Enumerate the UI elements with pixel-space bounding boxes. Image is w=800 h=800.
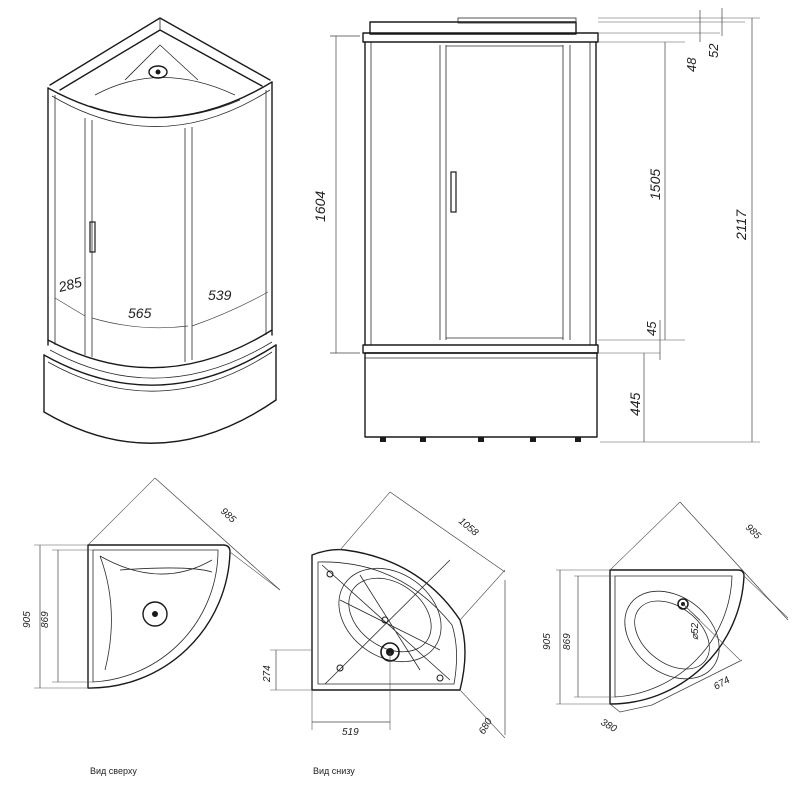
dim-1505: 1505 [647,169,663,200]
dim-52: 52 [706,43,721,58]
caption-top-view: Вид сверху [90,766,137,776]
door-handle-icon [89,221,96,253]
top-dim-905: 905 [22,611,33,628]
bottom-dim-680: 680 [477,716,495,736]
tray-dim-869: 869 [562,633,573,650]
top-shower-head-icon [142,601,168,627]
dim-1604: 1604 [312,191,328,222]
front-view [330,8,760,443]
front-handle-icon [450,171,457,213]
dim-45: 45 [644,321,659,336]
top-dim-985: 985 [218,506,238,526]
bottom-dim-274: 274 [262,665,273,683]
dim-285: 285 [56,274,84,295]
bottom-view [270,491,506,739]
tray-dim-52: ⌀52 [690,622,701,640]
caption-bottom-view: Вид снизу [313,766,355,776]
bottom-dim-519: 519 [342,727,359,738]
shower-head-icon [148,65,168,79]
bottom-dim-1058: 1058 [456,516,480,539]
perspective-view [43,17,277,444]
tray-dim-380: 380 [599,717,619,735]
dim-48: 48 [684,57,699,72]
tray-view [556,501,789,713]
dim-565: 565 [128,305,152,321]
dim-445: 445 [627,392,643,416]
tray-drain-icon [677,598,689,610]
top-view [34,477,281,689]
dim-539: 539 [208,287,232,303]
tray-dim-985: 985 [743,522,763,542]
top-dim-869: 869 [40,611,51,628]
tray-dim-674: 674 [712,675,732,693]
tray-dim-905: 905 [542,633,553,650]
dim-2117: 2117 [733,209,749,241]
